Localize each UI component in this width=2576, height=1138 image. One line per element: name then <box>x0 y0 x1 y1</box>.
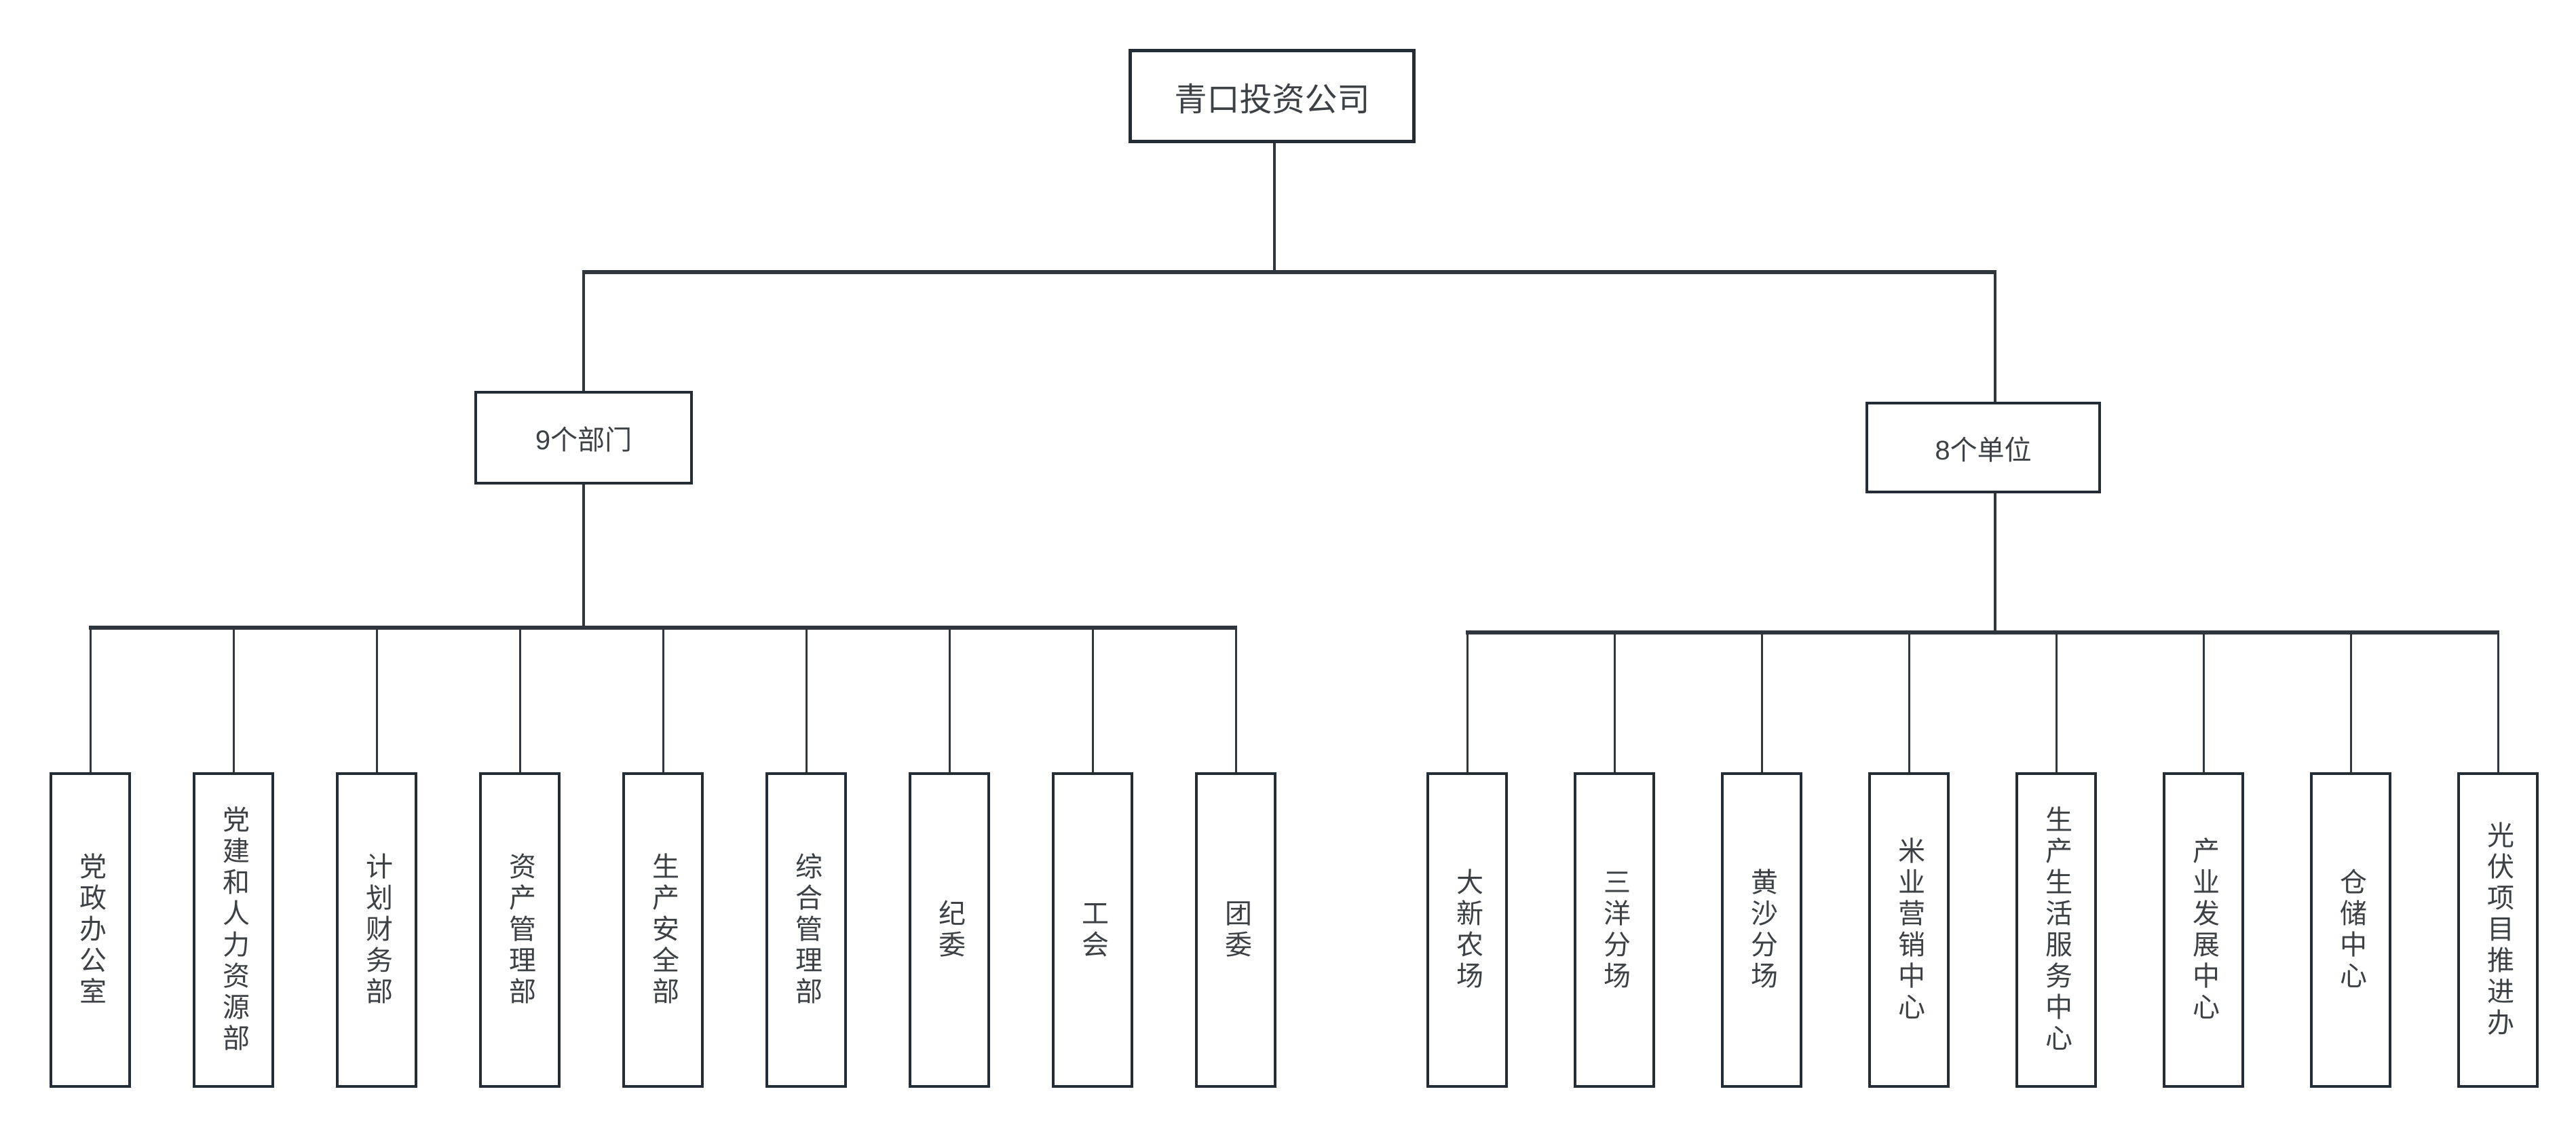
unit-node: 米业营销中心 <box>1868 772 1950 1088</box>
department-node: 党建和人力资源部 <box>193 772 274 1088</box>
root-node-label: 青口投资公司 <box>1174 81 1370 118</box>
unit-node: 大新农场 <box>1426 772 1508 1088</box>
connector-root-trunk <box>1273 143 1276 273</box>
branch-node-label: 8个单位 <box>1935 435 2032 466</box>
department-node: 综合管理部 <box>765 772 847 1088</box>
unit-node-label: 产业发展中心 <box>2189 836 2218 1024</box>
connector-stub <box>2350 632 2352 774</box>
branch-node-label: 9个部门 <box>535 425 632 455</box>
department-node-label: 纪委 <box>934 898 964 962</box>
connector-top-bus <box>582 270 1996 274</box>
connector-stub <box>233 628 235 774</box>
unit-node-label: 仓储中心 <box>2336 867 2366 993</box>
department-node: 生产安全部 <box>622 772 704 1088</box>
department-node-label: 计划财务部 <box>362 852 392 1008</box>
unit-node: 黄沙分场 <box>1721 772 1802 1088</box>
unit-node-label: 米业营销中心 <box>1894 836 1924 1024</box>
department-node: 党政办公室 <box>50 772 131 1088</box>
connector-right-branch-drop <box>1994 273 1996 403</box>
connector-stub <box>1761 632 1763 774</box>
unit-node-label: 大新农场 <box>1452 867 1482 993</box>
connector-stub <box>90 628 92 774</box>
department-node-label: 团委 <box>1221 898 1251 962</box>
connector-stub <box>2056 632 2058 774</box>
branch-node-units: 8个单位 <box>1865 402 2101 493</box>
unit-node-label: 生产生活服务中心 <box>2041 805 2071 1055</box>
unit-node: 仓储中心 <box>2310 772 2391 1088</box>
connector-stub <box>1614 632 1616 774</box>
department-node: 计划财务部 <box>336 772 417 1088</box>
connector-stub <box>806 628 808 774</box>
connector-stub <box>376 628 378 774</box>
connector-right-child-drop <box>1994 492 1996 632</box>
root-node: 青口投资公司 <box>1129 49 1416 143</box>
unit-node-label: 三洋分场 <box>1599 867 1629 993</box>
department-node: 团委 <box>1195 772 1276 1088</box>
department-node: 工会 <box>1052 772 1133 1088</box>
connector-stub <box>1092 628 1094 774</box>
unit-node: 三洋分场 <box>1574 772 1655 1088</box>
connector-stub <box>949 628 951 774</box>
connector-stub <box>1235 628 1237 774</box>
department-node-label: 工会 <box>1078 898 1107 962</box>
unit-node: 产业发展中心 <box>2163 772 2244 1088</box>
unit-node: 生产生活服务中心 <box>2015 772 2097 1088</box>
department-node-label: 综合管理部 <box>791 852 821 1008</box>
department-node: 纪委 <box>909 772 990 1088</box>
connector-stub <box>2497 632 2499 774</box>
department-node-label: 生产安全部 <box>648 852 678 1008</box>
connector-stub <box>662 628 664 774</box>
unit-node: 光伏项目推进办 <box>2457 772 2539 1088</box>
unit-node-label: 光伏项目推进办 <box>2483 820 2513 1040</box>
unit-node-label: 黄沙分场 <box>1747 867 1777 993</box>
branch-node-departments: 9个部门 <box>474 391 693 485</box>
department-node-label: 党建和人力资源部 <box>219 805 248 1055</box>
connector-left-branch-drop <box>582 273 585 392</box>
department-node-label: 党政办公室 <box>75 852 105 1008</box>
connector-stub <box>2203 632 2205 774</box>
department-node: 资产管理部 <box>479 772 561 1088</box>
connector-left-child-drop <box>582 483 585 628</box>
connector-stub <box>519 628 521 774</box>
connector-stub <box>1466 632 1469 774</box>
connector-right-bus <box>1466 630 2499 634</box>
connector-stub <box>1908 632 1910 774</box>
department-node-label: 资产管理部 <box>505 852 535 1008</box>
